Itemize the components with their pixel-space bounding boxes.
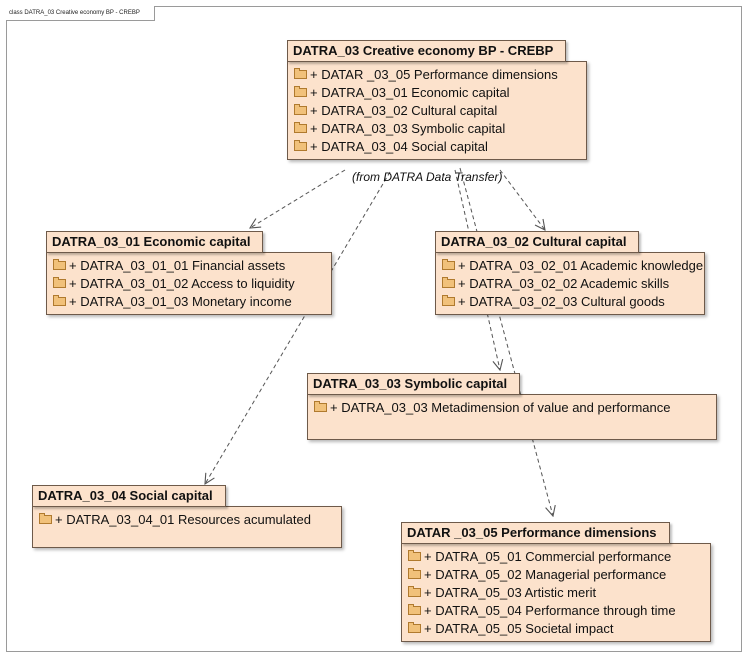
package-item[interactable]: + DATRA_05_01 Commercial performance: [408, 547, 704, 565]
folder-icon: [53, 258, 66, 270]
package-item-label: + DATRA_03_01_02 Access to liquidity: [69, 275, 295, 291]
package-contents: + DATAR _03_05 Performance dimensions + …: [287, 61, 587, 160]
package-item-label: + DATRA_03_02_03 Cultural goods: [458, 293, 665, 309]
folder-icon: [408, 585, 421, 597]
package-item[interactable]: + DATRA_03_03 Metadimension of value and…: [314, 398, 710, 416]
package-item-label: + DATRA_03_01 Economic capital: [310, 84, 510, 100]
package-performance-dimensions[interactable]: DATAR _03_05 Performance dimensions + DA…: [401, 522, 711, 642]
package-item-label: + DATRA_03_02_02 Academic skills: [458, 275, 670, 291]
folder-icon: [442, 258, 455, 270]
folder-icon: [294, 121, 307, 133]
package-item[interactable]: + DATRA_03_01_02 Access to liquidity: [53, 274, 325, 292]
package-contents: + DATRA_03_01_01 Financial assets + DATR…: [46, 252, 332, 315]
package-item[interactable]: + DATRA_05_05 Societal impact: [408, 619, 704, 637]
package-item-label: + DATRA_03_01_01 Financial assets: [69, 257, 286, 273]
package-item-label: + DATRA_05_01 Commercial performance: [424, 548, 672, 564]
diagram-frame: [6, 6, 742, 652]
package-item[interactable]: + DATRA_03_01_01 Financial assets: [53, 256, 325, 274]
package-item[interactable]: + DATRA_03_01_03 Monetary income: [53, 292, 325, 310]
package-item[interactable]: + DATRA_03_02_03 Cultural goods: [442, 292, 698, 310]
folder-icon: [39, 512, 52, 524]
package-item-label: + DATRA_03_02_01 Academic knowledge: [458, 257, 704, 273]
package-contents: + DATRA_03_02_01 Academic knowledge + DA…: [435, 252, 705, 315]
package-title: DATRA_03 Creative economy BP - CREBP: [287, 40, 567, 62]
package-item[interactable]: + DATRA_03_03 Symbolic capital: [294, 119, 580, 137]
package-item[interactable]: + DATRA_03_01 Economic capital: [294, 83, 580, 101]
package-title: DATAR _03_05 Performance dimensions: [401, 522, 670, 544]
package-item-label: + DATAR _03_05 Performance dimensions: [310, 66, 558, 82]
folder-icon: [408, 603, 421, 615]
package-item[interactable]: + DATRA_03_02_02 Academic skills: [442, 274, 698, 292]
package-item[interactable]: + DATRA_05_04 Performance through time: [408, 601, 704, 619]
package-item-label: + DATRA_05_05 Societal impact: [424, 620, 614, 636]
package-item-label: + DATRA_03_02 Cultural capital: [310, 102, 498, 118]
folder-icon: [408, 621, 421, 633]
package-item-label: + DATRA_03_04 Social capital: [310, 138, 488, 154]
package-item[interactable]: + DATRA_03_02_01 Academic knowledge: [442, 256, 703, 274]
package-item-label: + DATRA_03_03 Metadimension of value and…: [330, 399, 671, 415]
folder-icon: [294, 103, 307, 115]
folder-icon: [408, 549, 421, 561]
folder-icon: [294, 139, 307, 151]
folder-icon: [294, 85, 307, 97]
package-item-label: + DATRA_05_02 Managerial performance: [424, 566, 667, 582]
package-item[interactable]: + DATRA_03_04_01 Resources acumulated: [39, 510, 335, 528]
package-item-label: + DATRA_05_04 Performance through time: [424, 602, 676, 618]
folder-icon: [53, 276, 66, 288]
package-item-label: + DATRA_03_03 Symbolic capital: [310, 120, 506, 136]
folder-icon: [314, 400, 327, 412]
diagram-frame-title: class DATRA_03 Creative economy BP - CRE…: [6, 6, 155, 21]
package-item-label: + DATRA_03_04_01 Resources acumulated: [55, 511, 311, 527]
package-cultural-capital[interactable]: DATRA_03_02 Cultural capital + DATRA_03_…: [435, 231, 705, 315]
package-contents: + DATRA_05_01 Commercial performance + D…: [401, 543, 711, 642]
folder-icon: [442, 276, 455, 288]
package-item-label: + DATRA_03_01_03 Monetary income: [69, 293, 292, 309]
folder-icon: [53, 294, 66, 306]
package-item[interactable]: + DATRA_03_04 Social capital: [294, 137, 580, 155]
folder-icon: [442, 294, 455, 306]
package-item[interactable]: + DATRA_05_02 Managerial performance: [408, 565, 704, 583]
package-symbolic-capital[interactable]: DATRA_03_03 Symbolic capital + DATRA_03_…: [307, 373, 717, 440]
package-item-label: + DATRA_05_03 Artistic merit: [424, 584, 597, 600]
package-contents: + DATRA_03_04_01 Resources acumulated: [32, 506, 342, 548]
package-title: DATRA_03_04 Social capital: [32, 485, 226, 507]
package-social-capital[interactable]: DATRA_03_04 Social capital + DATRA_03_04…: [32, 485, 342, 548]
package-economic-capital[interactable]: DATRA_03_01 Economic capital + DATRA_03_…: [46, 231, 332, 315]
package-item[interactable]: + DATRA_05_03 Artistic merit: [408, 583, 704, 601]
package-item[interactable]: + DATRA_03_02 Cultural capital: [294, 101, 580, 119]
package-title: DATRA_03_02 Cultural capital: [435, 231, 640, 253]
package-contents: + DATRA_03_03 Metadimension of value and…: [307, 394, 717, 440]
package-title: DATRA_03_01 Economic capital: [46, 231, 264, 253]
folder-icon: [294, 67, 307, 79]
package-title: DATRA_03_03 Symbolic capital: [307, 373, 521, 395]
package-item[interactable]: + DATAR _03_05 Performance dimensions: [294, 65, 580, 83]
folder-icon: [408, 567, 421, 579]
source-note: (from DATRA Data Transfer): [352, 170, 503, 184]
package-creative-economy[interactable]: DATRA_03 Creative economy BP - CREBP + D…: [287, 40, 587, 160]
